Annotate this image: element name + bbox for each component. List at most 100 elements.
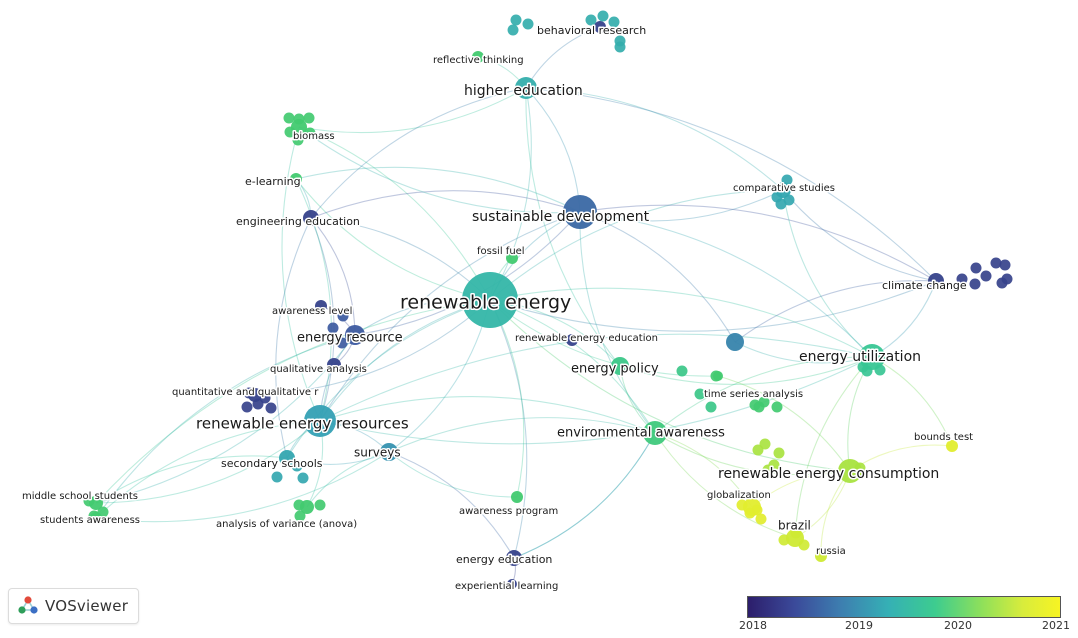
node-climate-change[interactable] [928, 273, 944, 289]
node-analysis-of-variance[interactable] [300, 500, 314, 514]
label-awareness-program[interactable]: awareness program [458, 505, 560, 519]
label-analysis-of-variance[interactable]: analysis of variance (anova) [215, 518, 359, 532]
label-renewable-energy-resources[interactable]: renewable energy resources [195, 413, 411, 434]
node-engineering-education[interactable] [303, 210, 319, 226]
node-behavioral-research[interactable] [594, 21, 606, 33]
node-awareness-program[interactable] [511, 491, 523, 503]
label-middle-school-students[interactable]: middle school students [21, 490, 140, 504]
cluster-dot-energy_policy-1 [694, 388, 706, 400]
label-renewable-energy[interactable]: renewable energy [399, 290, 573, 315]
link-sustainable_development-e_learning [295, 166, 581, 213]
legend-tick-2018: 2018 [739, 619, 767, 632]
cluster-dot-energy_policy-0 [676, 365, 688, 377]
cluster-dot-climate_change-4 [999, 259, 1011, 271]
node-middle-school-students[interactable] [89, 496, 103, 510]
node-quantitative-qualitative[interactable] [248, 388, 262, 402]
label-surveys[interactable]: surveys [353, 444, 403, 461]
cluster-dot-higher_education-2 [507, 24, 519, 36]
link-renewable_energy-middle_school_students [95, 299, 491, 504]
node-qualitative-analysis[interactable] [327, 358, 341, 372]
cluster-dot-comparative_studies-3 [775, 198, 787, 210]
label-secondary-schools[interactable]: secondary schools [220, 456, 325, 472]
node-bounds-test[interactable] [946, 440, 958, 452]
label-qualitative-analysis[interactable]: qualitative analysis [269, 363, 369, 377]
label-renewable-energy-education[interactable]: renewable energy education [514, 332, 660, 346]
node-e-learning[interactable] [290, 173, 302, 185]
link-sustainable_development-climate_change [579, 204, 937, 282]
node-surveys[interactable] [380, 443, 398, 461]
cluster-dot-secondary_schools-0 [291, 460, 303, 472]
cluster-dot-renewable_energy_consumption-4 [768, 459, 780, 471]
label-climate-change[interactable]: climate change [881, 278, 969, 294]
label-higher-education[interactable]: higher education [463, 82, 585, 101]
label-students-awareness[interactable]: students awareness [39, 514, 142, 528]
link-energy_utilization-climate_change [871, 280, 937, 358]
node-energy-resource[interactable] [345, 325, 365, 345]
link-renewable_energy_resources-students_awareness [95, 420, 321, 519]
cluster-dot-energy_resource-2 [336, 337, 348, 349]
node-environmental-awareness[interactable] [643, 421, 667, 445]
node-energy-policy[interactable] [611, 357, 629, 375]
label-energy-utilization[interactable]: energy utilization [798, 348, 923, 367]
label-biomass[interactable]: biomass [292, 130, 337, 144]
label-fossil-fuel[interactable]: fossil fuel [476, 245, 527, 259]
node-fossil-fuel[interactable] [506, 252, 518, 264]
label-energy-resource[interactable]: energy resource [296, 329, 405, 347]
cluster-dot-analysis_of_variance-1 [314, 499, 326, 511]
label-engineering-education[interactable]: engineering education [235, 214, 362, 230]
node-energy-education[interactable] [506, 550, 522, 566]
cluster-dot-time_series_analysis-3 [753, 401, 765, 413]
label-comparative-studies[interactable]: comparative studies [732, 182, 837, 196]
cluster-dot-quantitative_qualitative-3 [265, 402, 277, 414]
link-layer [95, 26, 953, 585]
legend-tick-2019: 2019 [845, 619, 873, 632]
label-energy-education[interactable]: energy education [455, 552, 554, 568]
node-reflective-thinking[interactable] [472, 51, 484, 63]
node-renewable-energy[interactable] [462, 272, 518, 328]
node-time-series-analysis[interactable] [713, 371, 723, 381]
label-bounds-test[interactable]: bounds test [913, 431, 975, 445]
link-surveys-awareness_program [388, 451, 518, 498]
node-russia[interactable] [815, 550, 827, 562]
node-experiential-learning[interactable] [507, 579, 517, 589]
node-energy-utilization[interactable] [859, 344, 885, 370]
label-experiential-learning[interactable]: experiential learning [454, 580, 560, 594]
node-sustainable-development[interactable] [563, 195, 597, 229]
node-renewable-energy-consumption[interactable] [838, 459, 862, 483]
link-engineering_education-secondary_schools [275, 217, 312, 459]
label-environmental-awareness[interactable]: environmental awareness [556, 424, 727, 442]
node-higher-education[interactable] [515, 77, 537, 99]
label-brazil[interactable]: brazil [777, 517, 813, 534]
cluster-dot-higher_education-5 [608, 16, 620, 28]
node-brazil[interactable] [786, 529, 804, 547]
link-sustainable_development-higher_education [525, 87, 581, 213]
label-reflective-thinking[interactable]: reflective thinking [432, 54, 526, 68]
node-globalization[interactable] [743, 498, 761, 516]
label-behavioral-research[interactable]: behavioral research [536, 23, 648, 39]
label-sustainable-development[interactable]: sustainable development [471, 208, 652, 227]
node-unlabeled-node[interactable] [726, 333, 744, 351]
cluster-dot-higher_education-4 [597, 10, 609, 22]
label-awareness-level[interactable]: awareness level [271, 305, 354, 319]
cluster-dot-energy_policy-2 [705, 401, 717, 413]
node-awareness-level[interactable] [315, 300, 327, 312]
link-sustainable_development-environmental_awareness [579, 211, 656, 434]
link-higher_education-energy_policy [525, 87, 621, 367]
node-renewable-energy-education[interactable] [566, 334, 578, 346]
cluster-dot-quantitative_qualitative-2 [259, 392, 271, 404]
node-renewable-energy-resources[interactable] [304, 405, 336, 437]
node-secondary-schools[interactable] [279, 450, 295, 466]
label-e-learning[interactable]: e-learning [244, 174, 303, 190]
label-renewable-energy-consumption[interactable]: renewable energy consumption [717, 465, 941, 484]
node-comparative-studies[interactable] [775, 182, 791, 198]
label-russia[interactable]: russia [815, 545, 848, 559]
link-renewable_energy_resources-e_learning [295, 178, 332, 422]
label-energy-policy[interactable]: energy policy [570, 360, 661, 378]
label-globalization[interactable]: globalization [706, 489, 773, 503]
label-quantitative-qualitative[interactable]: quantitative and qualitative r [171, 386, 321, 400]
node-biomass[interactable] [291, 119, 307, 135]
label-time-series-analysis[interactable]: time series analysis [703, 388, 805, 402]
node-students-awareness[interactable] [90, 512, 102, 524]
vosviewer-logo: VOSviewer [8, 588, 140, 624]
